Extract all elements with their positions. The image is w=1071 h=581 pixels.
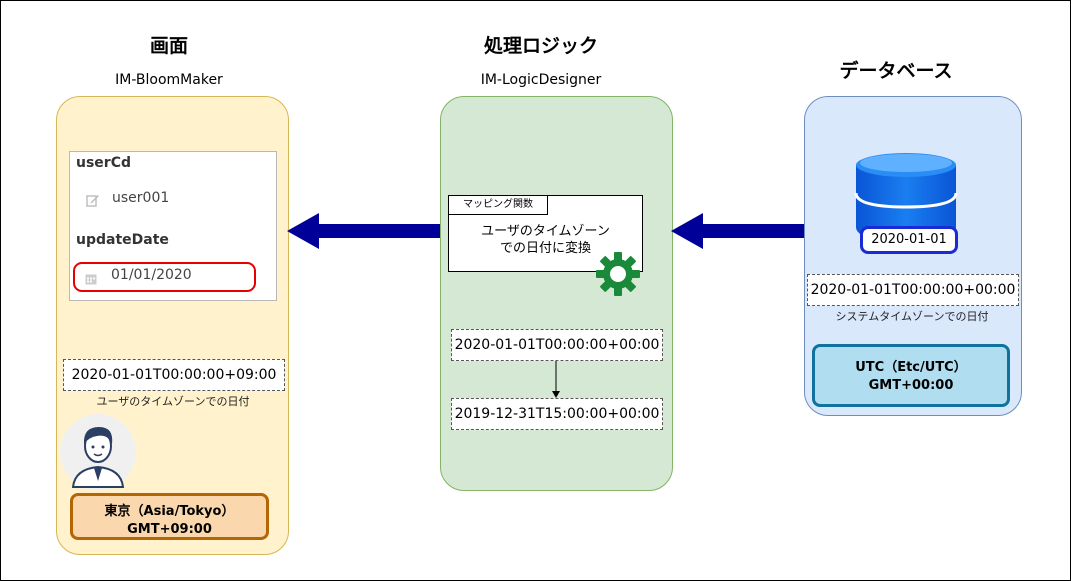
utc-timezone-box: UTC（Etc/UTC） GMT+00:00 [812, 344, 1010, 407]
logic-output-datetime: 2019-12-31T15:00:00+00:00 [451, 398, 663, 430]
arrow-left-icon [671, 211, 805, 251]
arrow-left-icon [287, 211, 441, 251]
tokyo-timezone-box: 東京（Asia/Tokyo） GMT+09:00 [70, 493, 269, 540]
mapping-function-tab: マッピング関数 [448, 195, 548, 215]
screen-subtitle: IM-BloomMaker [115, 72, 223, 88]
utc-timezone-offset: GMT+00:00 [868, 378, 954, 393]
user-avatar-icon [59, 413, 137, 491]
mapping-function-box: マッピング関数 ユーザのタイムゾーン での日付に変換 [448, 195, 643, 272]
update-date-label: updateDate [76, 232, 169, 248]
mapping-line-1: ユーザのタイムゾーン [481, 224, 610, 239]
database-icon [853, 151, 959, 243]
gear-icon [594, 250, 642, 298]
mapping-function-description: ユーザのタイムゾーン での日付に変換 [449, 223, 642, 257]
edit-icon [86, 192, 100, 207]
database-datetime: 2020-01-01T00:00:00+00:00 [807, 274, 1019, 306]
screen-title: 画面 [149, 35, 188, 57]
utc-timezone-name: UTC（Etc/UTC） [855, 360, 967, 375]
mapping-line-2: での日付に変換 [499, 241, 591, 256]
form-card: userCd user001 updateDate 01/01/2020 [69, 151, 277, 301]
tokyo-timezone-name: 東京（Asia/Tokyo） [104, 504, 235, 519]
conversion-arrow-down [549, 361, 563, 399]
logic-title: 処理ロジック [483, 35, 598, 57]
calendar-icon [85, 270, 97, 285]
user-code-label: userCd [76, 155, 131, 171]
tokyo-timezone-offset: GMT+09:00 [127, 522, 212, 537]
user-code-value[interactable]: user001 [112, 190, 170, 206]
screen-datetime-caption: ユーザのタイムゾーンでの日付 [96, 395, 250, 408]
update-date-value: 01/01/2020 [111, 267, 192, 283]
logic-input-datetime: 2020-01-01T00:00:00+00:00 [451, 329, 663, 361]
screen-datetime: 2020-01-01T00:00:00+09:00 [63, 359, 285, 391]
database-datetime-caption: システムタイムゾーンでの日付 [835, 310, 989, 323]
update-date-field[interactable]: 01/01/2020 [73, 262, 256, 292]
logic-subtitle: IM-LogicDesigner [480, 72, 602, 88]
stored-date: 2020-01-01 [860, 226, 958, 254]
database-title: データベース [839, 60, 953, 82]
